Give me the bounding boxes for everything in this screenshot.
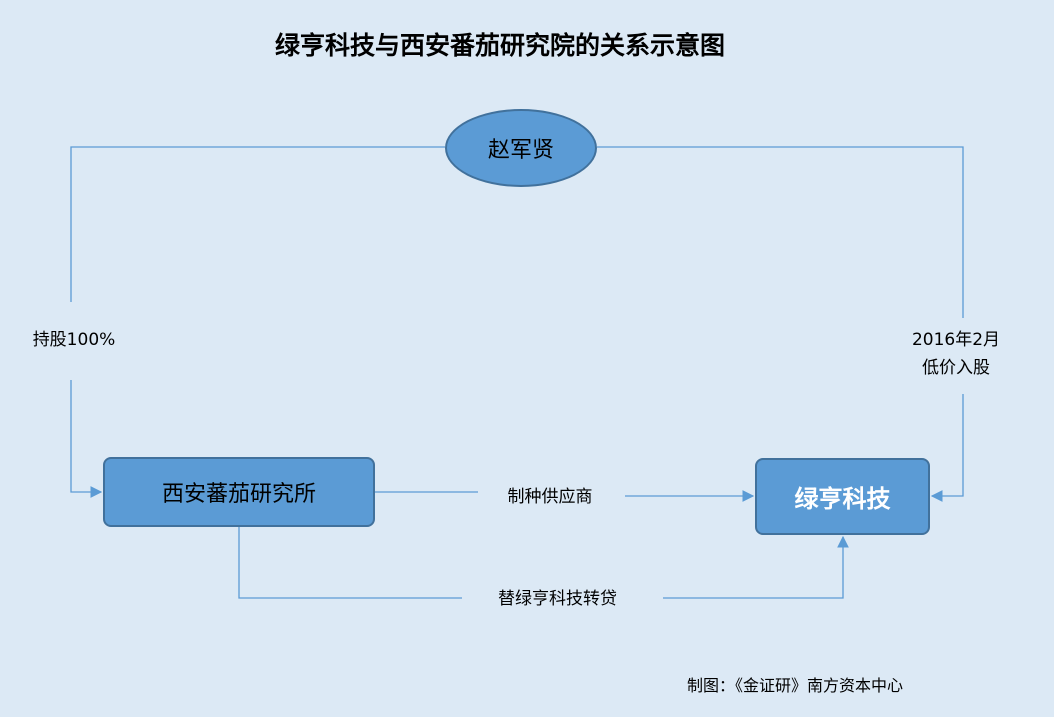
edge-label-entry-line1: 2016年2月 [911,330,1001,350]
node-company: 绿亨科技 [755,458,930,535]
connector-loan [238,527,462,599]
credit-text: 制图：《金证研》南方资本中心 [687,676,904,695]
connector-person-to-company [597,146,964,318]
edge-label-holding: 持股100% [18,326,130,354]
edge-label-entry: 2016年2月 低价入股 [895,326,1017,382]
connector-loan-arrow [663,535,849,599]
edge-label-supplier: 制种供应商 [488,483,612,511]
diagram-title: 绿亨科技与西安番茄研究院的关系示意图 [274,31,725,60]
connector-person-to-company-arrow [930,394,964,502]
node-institute-label: 西安蕃茄研究所 [161,482,316,507]
node-institute: 西安蕃茄研究所 [103,457,375,527]
edge-label-entry-line2: 低价入股 [922,358,990,378]
node-person-label: 赵军贤 [487,138,554,163]
connector-person-to-institute [70,146,445,302]
node-company-label: 绿亨科技 [794,485,891,513]
edge-label-loan: 替绿亨科技转贷 [470,585,645,613]
node-person: 赵军贤 [445,109,597,187]
connector-person-to-institute-arrow [70,380,103,498]
